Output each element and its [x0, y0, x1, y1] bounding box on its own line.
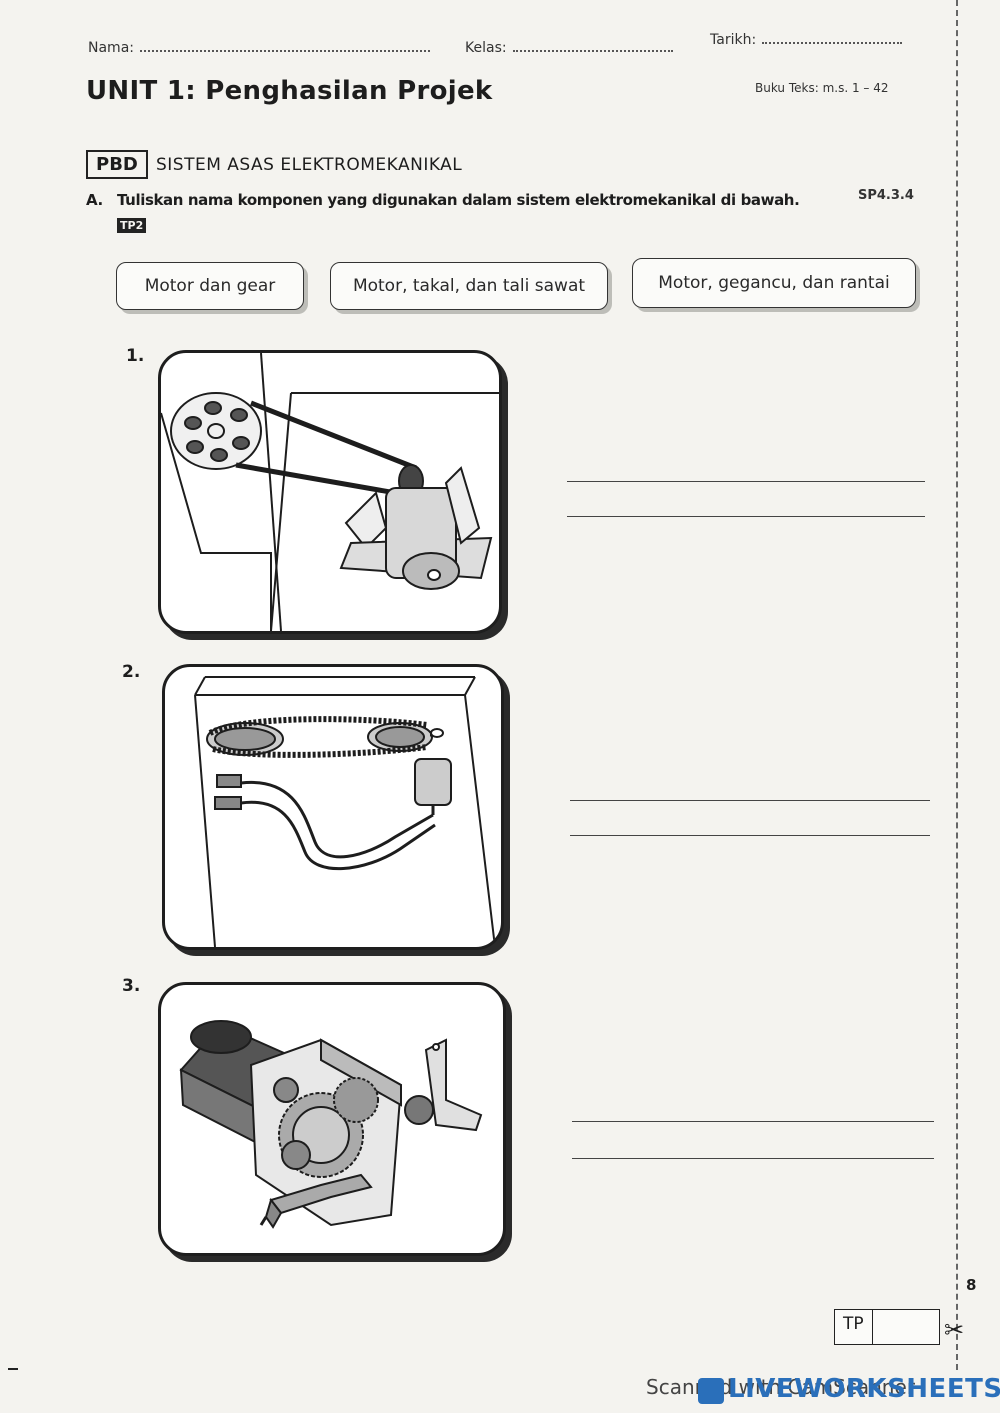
- question-text: Tuliskan nama komponen yang digunakan da…: [117, 191, 800, 209]
- option-motor-gear[interactable]: Motor dan gear: [116, 262, 304, 310]
- liveworksheets-brand: LIVEWORKSHEETS: [728, 1374, 1000, 1404]
- scissors-icon: ✂: [944, 1316, 965, 1344]
- tarikh-label: Tarikh:: [710, 32, 757, 48]
- answer-line-2b[interactable]: [570, 835, 930, 836]
- answer-line-2a[interactable]: [570, 800, 930, 801]
- sp-code: SP4.3.4: [858, 188, 914, 203]
- nama-label: Nama:: [88, 40, 134, 56]
- tp2-tag: TP2: [117, 218, 147, 233]
- motor-sprocket-chain-illustration-icon: [194, 676, 496, 947]
- item-1-illustration: [158, 350, 502, 634]
- scanner-watermark: Scanned with CamScanner: [646, 1375, 915, 1399]
- tp-score-box[interactable]: TP: [834, 1309, 940, 1345]
- item-2-number: 2.: [122, 662, 141, 682]
- nama-field: Nama:: [88, 40, 430, 56]
- answer-line-1a[interactable]: [567, 481, 925, 482]
- corner-mark: [8, 1368, 18, 1370]
- tarikh-field: Tarikh:: [710, 32, 903, 48]
- option-motor-pulley-belt[interactable]: Motor, takal, dan tali sawat: [330, 262, 608, 310]
- answer-line-3b[interactable]: [572, 1158, 934, 1159]
- kelas-label: Kelas:: [465, 40, 507, 56]
- liveworksheets-logo-icon: [698, 1378, 724, 1404]
- textbook-reference: Buku Teks: m.s. 1 – 42: [755, 81, 889, 95]
- item-2-illustration: [162, 664, 504, 950]
- item-3-number: 3.: [122, 976, 141, 996]
- motor-pulley-belt-illustration-icon: [161, 353, 499, 631]
- item-3-illustration: [158, 982, 506, 1256]
- cut-line: [956, 0, 958, 1370]
- answer-line-1b[interactable]: [567, 516, 925, 517]
- question-letter: A.: [86, 191, 103, 209]
- item-1-number: 1.: [126, 346, 145, 366]
- unit-title: UNIT 1: Penghasilan Projek: [86, 76, 493, 106]
- kelas-field: Kelas:: [465, 40, 673, 56]
- page-number: 8: [966, 1276, 977, 1294]
- answer-line-3a[interactable]: [572, 1121, 934, 1122]
- motor-gearbox-illustration-icon: [179, 1020, 483, 1229]
- option-motor-sprocket-chain[interactable]: Motor, gegancu, dan rantai: [632, 258, 916, 308]
- pbd-badge: PBD: [86, 150, 148, 179]
- tp-label: TP: [835, 1310, 873, 1344]
- section-title: SISTEM ASAS ELEKTROMEKANIKAL: [156, 155, 463, 175]
